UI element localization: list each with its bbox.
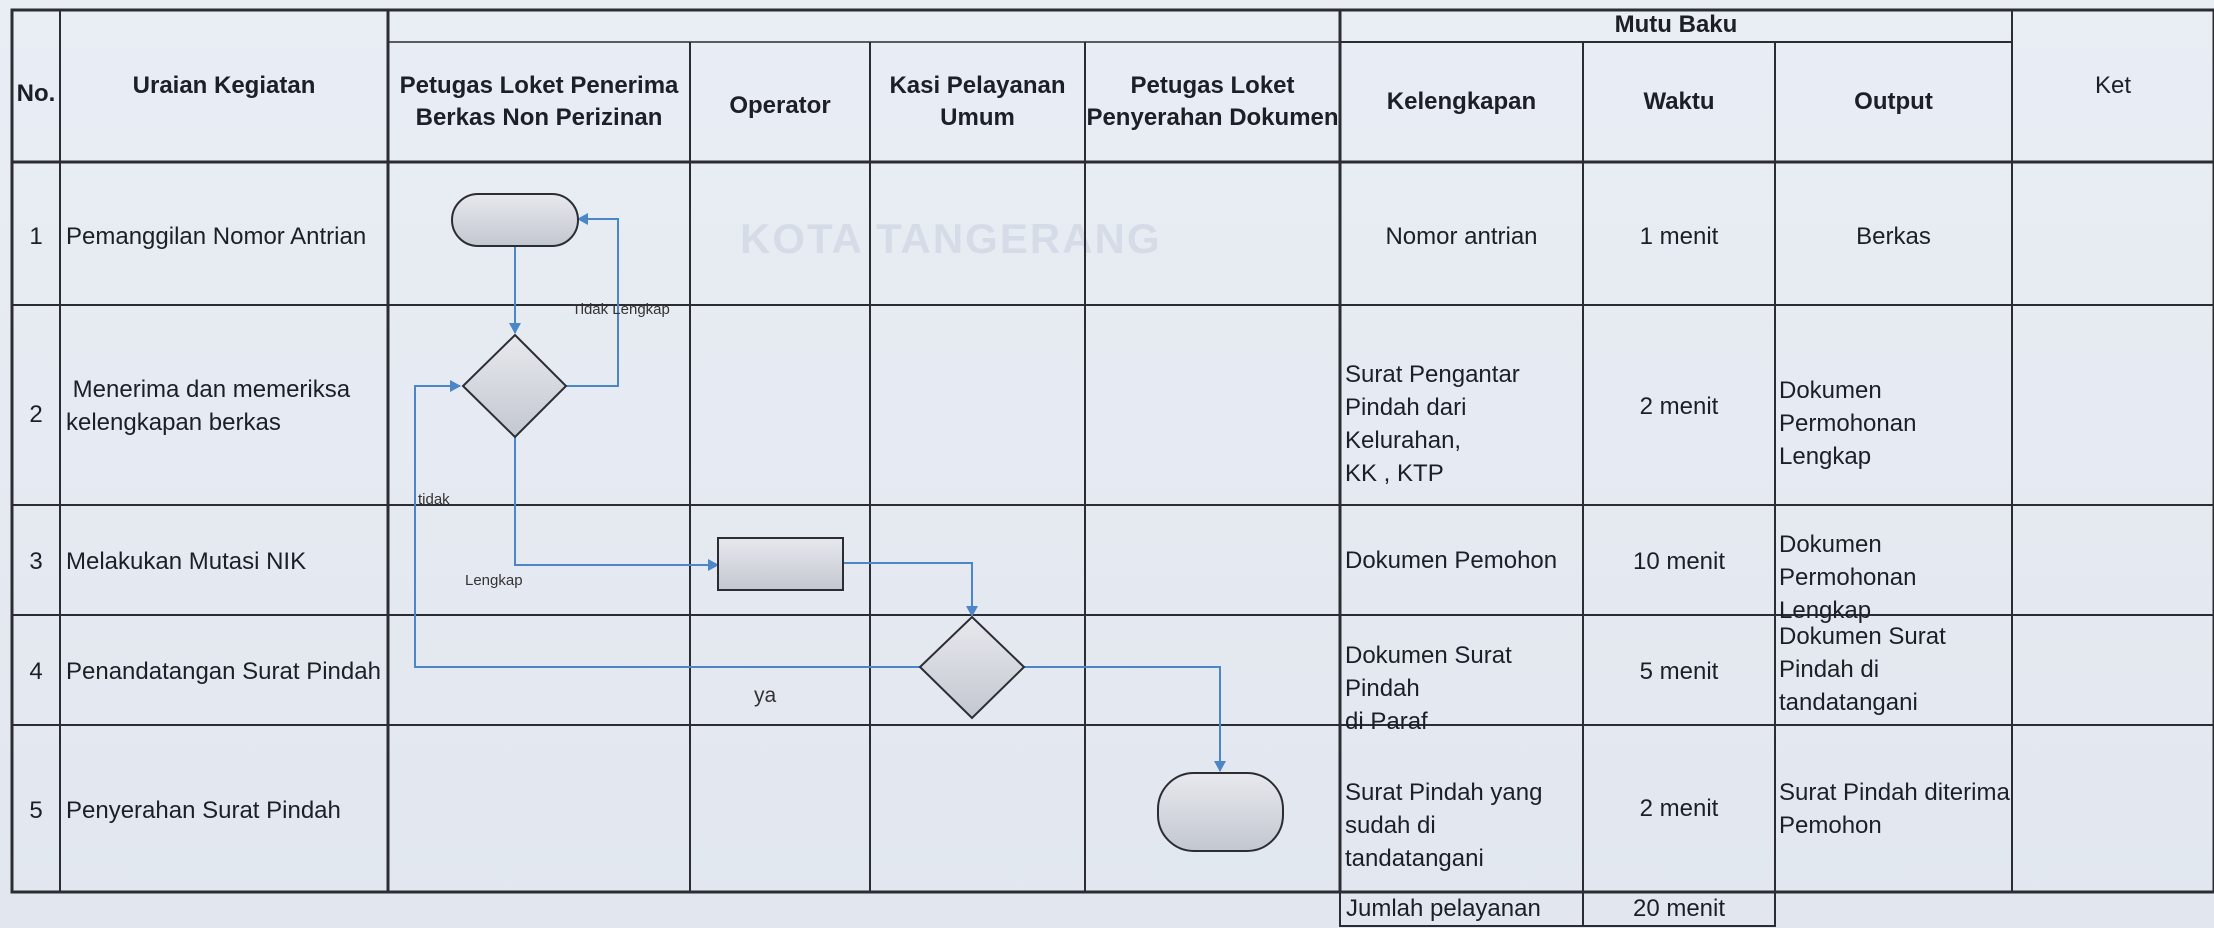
row1-waktu: 1 menit xyxy=(1639,223,1719,250)
row3-no: 3 xyxy=(29,548,43,575)
label-tidak-lengkap: Tidak Lengkap xyxy=(572,301,670,318)
mutasi-process xyxy=(717,537,844,591)
row1-kelengkapan: Nomor antrian xyxy=(1385,223,1538,250)
row3-output: Dokumen Permohonan Lengkap xyxy=(1779,531,1917,624)
row5-uraian: Penyerahan Surat Pindah xyxy=(66,797,341,824)
header-operator: Operator xyxy=(729,92,831,119)
row1-no: 1 xyxy=(29,223,43,250)
row2-output: Dokumen Permohonan Lengkap xyxy=(1779,377,1917,470)
row4-waktu: 5 menit xyxy=(1639,658,1719,685)
header-mutu-baku: Mutu Baku xyxy=(1614,11,1738,38)
header-kelengkapan: Kelengkapan xyxy=(1386,88,1537,115)
row2-waktu: 2 menit xyxy=(1639,393,1719,420)
row5-output: Surat Pindah diterima Pemohon xyxy=(1779,779,2010,839)
row5-waktu: 2 menit xyxy=(1639,795,1719,822)
label-tidak: tidak xyxy=(418,491,450,508)
row4-no: 4 xyxy=(29,658,43,685)
approval-decision xyxy=(918,615,1026,720)
start-terminator xyxy=(451,193,579,247)
header-ket: Ket xyxy=(2094,72,2132,99)
header-uraian: Uraian Kegiatan xyxy=(132,72,316,99)
header-no: No. xyxy=(16,80,56,107)
header-output: Output xyxy=(1854,88,1933,115)
end-terminator xyxy=(1157,772,1284,852)
header-waktu: Waktu xyxy=(1643,88,1715,115)
total-label: Jumlah pelayanan xyxy=(1346,895,1541,922)
row4-kelengkapan: Dokumen Surat Pindah di Paraf xyxy=(1345,642,1512,735)
total-value: 20 menit xyxy=(1632,895,1726,922)
row3-kelengkapan: Dokumen Pemohon xyxy=(1345,547,1558,574)
row3-waktu: 10 menit xyxy=(1632,548,1726,575)
row4-output: Dokumen Surat Pindah di tandatangani xyxy=(1779,623,1946,716)
check-decision xyxy=(461,333,568,439)
header-petugas-penerima: Petugas Loket Penerima Berkas Non Perizi… xyxy=(399,72,679,131)
row5-kelengkapan: Surat Pindah yang sudah di tandatangani xyxy=(1345,779,1543,872)
row2-kelengkapan: Surat Pengantar Pindah dari Kelurahan, K… xyxy=(1345,361,1520,487)
label-lengkap: Lengkap xyxy=(465,572,523,589)
row2-uraian: Menerima dan memeriksa kelengkapan berka… xyxy=(66,376,351,436)
row1-uraian: Pemanggilan Nomor Antrian xyxy=(66,223,367,250)
row2-no: 2 xyxy=(29,401,43,428)
header-kasi: Kasi Pelayanan Umum xyxy=(889,72,1066,131)
row5-no: 5 xyxy=(29,797,43,824)
label-ya: ya xyxy=(754,684,777,707)
row3-uraian: Melakukan Mutasi NIK xyxy=(66,548,307,575)
header-petugas-penyerahan: Petugas Loket Penyerahan Dokumen xyxy=(1086,72,1339,131)
row1-output: Berkas xyxy=(1856,223,1931,250)
watermark: KOTA TANGERANG xyxy=(740,215,1162,262)
row4-uraian: Penandatangan Surat Pindah xyxy=(66,658,381,685)
